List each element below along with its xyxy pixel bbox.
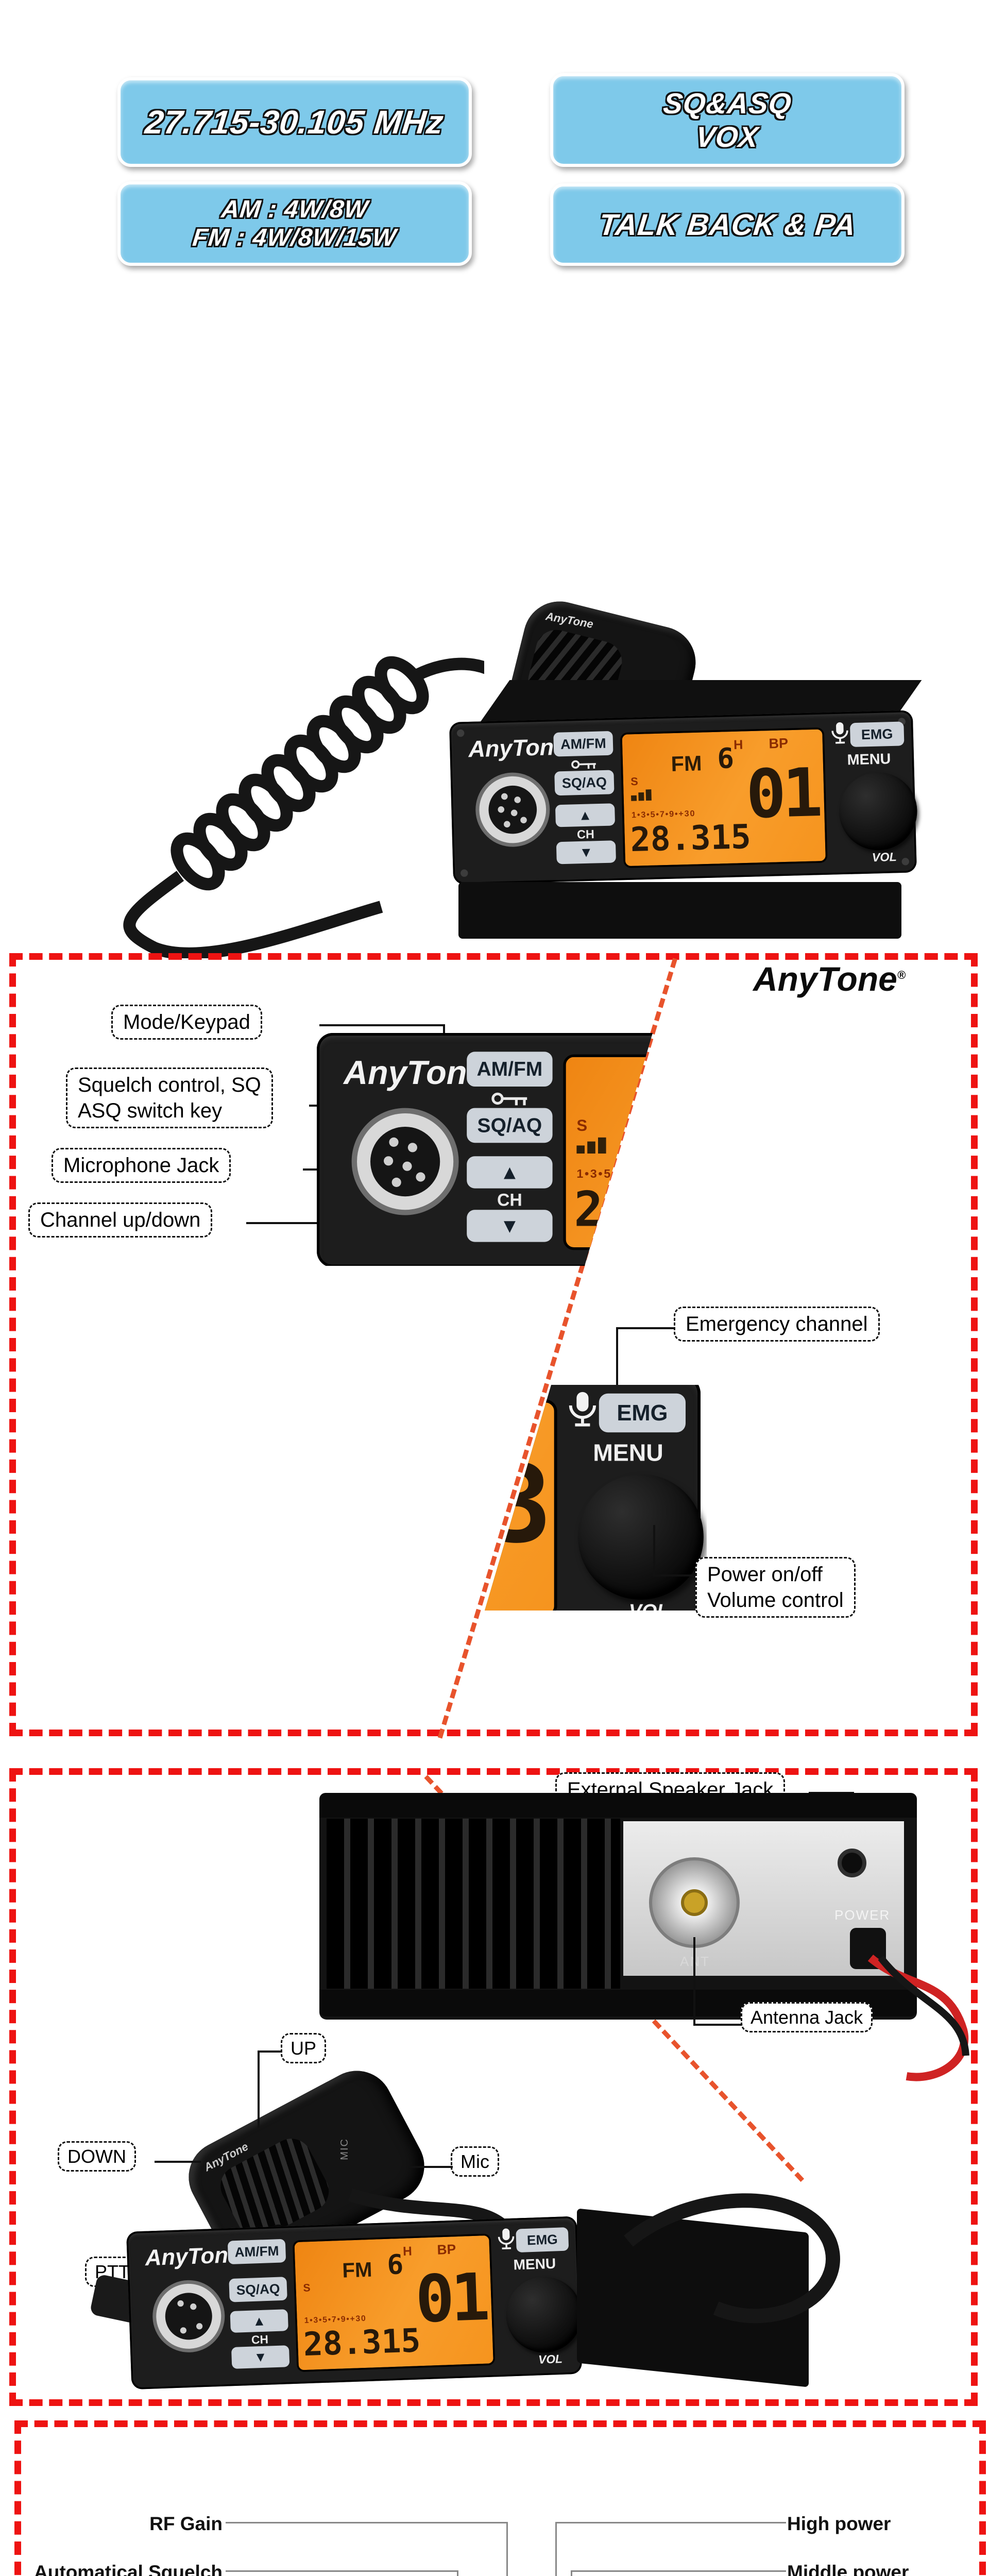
callout-antenna-jack: Antenna Jack	[741, 2002, 873, 2032]
callout-mic: Mic	[451, 2146, 499, 2177]
callout-emergency-channel: Emergency channel	[674, 1307, 880, 1342]
mic-indicator-icon	[831, 722, 848, 744]
badge-vox-text: VOX	[694, 121, 760, 153]
high-power-indicator: H	[733, 737, 743, 752]
sq-aq-button: SQ/AQ	[554, 770, 615, 796]
frequency-digits: 28.315	[629, 818, 752, 860]
emg-button: EMG	[599, 1393, 686, 1433]
volume-knob	[578, 1474, 704, 1600]
microphone-jack	[351, 1108, 459, 1215]
mic-brand-text: AnyTone	[544, 609, 594, 631]
callout-mode-keypad: Mode/Keypad	[111, 1005, 262, 1040]
ch-label: CH	[576, 827, 595, 842]
badge-sq-asq-text: SQ&ASQ	[661, 87, 793, 120]
volume-knob	[838, 771, 918, 852]
mic-coiled-cable	[123, 656, 484, 958]
badge-frequency-range-text: 27.715-30.105 MHz	[143, 104, 446, 141]
am-fm-button: AM/FM	[553, 731, 613, 757]
callout-channel-updown: Channel up/down	[28, 1202, 213, 1238]
channel-up-button: ▲	[555, 803, 616, 827]
beep-indicator: BP	[769, 735, 789, 752]
lcd-guide-section	[14, 2420, 986, 2576]
mic-cable-loop	[624, 2193, 840, 2324]
channel-down-button: ▼	[556, 840, 617, 865]
ext-sp-label: EXT.SP	[822, 1827, 867, 1841]
hero-front-panel: AnyTone® AM/FM SQ/AQ ▲ CH ▼ S	[449, 710, 918, 885]
label-high-power: High power	[787, 2513, 891, 2534]
label-rf-gain: RF Gain	[149, 2513, 223, 2534]
section1-brand-logo: AnyTone®	[753, 960, 906, 998]
mode-indicator: FM	[671, 751, 703, 776]
label-middle-power: Middle power	[787, 2562, 909, 2576]
power-wires	[867, 1954, 969, 2081]
ext-speaker-jack	[838, 1849, 866, 1877]
band-digit: 6	[717, 742, 735, 776]
menu-label: MENU	[847, 751, 891, 769]
callout-down: DOWN	[58, 2141, 136, 2172]
channel-digits: 01	[745, 753, 820, 834]
channel-up-button: ▲	[467, 1156, 553, 1189]
hero-product-photo: AnyTone AnyTone® AM/FM SQ/AQ ▲ CH ▼	[0, 594, 989, 969]
key-lock-icon	[571, 760, 596, 769]
label-automatical-squelch: Automatical Squelch	[34, 2562, 223, 2576]
s-meter-bars	[631, 789, 652, 801]
microphone-jack	[474, 771, 551, 848]
badge-talkback-pa: TALK BACK & PA	[550, 183, 905, 266]
badge-sq-asq-vox: SQ&ASQ VOX	[550, 73, 905, 167]
s-meter-scale: 1•3•5•7•9•+30	[631, 808, 696, 820]
badge-talkback-text: TALK BACK & PA	[597, 208, 858, 242]
closeup-front-left: AnyTone® AM/FM SQ/AQ ▲ CH ▼ S	[317, 1033, 653, 1266]
callout-microphone-jack: Microphone Jack	[52, 1148, 231, 1183]
mic-indicator-icon	[569, 1392, 596, 1427]
key-lock-icon	[491, 1092, 527, 1106]
badge-power-output: AM : 4W/8W FM : 4W/8W/15W	[117, 181, 472, 266]
power-label: POWER	[834, 1907, 891, 1923]
sq-aq-button: SQ/AQ	[467, 1108, 553, 1143]
vol-label: VOL	[872, 850, 897, 865]
channel-down-button: ▼	[467, 1210, 553, 1242]
rear-panel-photo: EXT.SP ANT POWER	[319, 1793, 969, 2081]
badge-fm-power-text: FM : 4W/8W/15W	[191, 224, 398, 251]
front-panel-section	[9, 953, 978, 1736]
callout-up: UP	[281, 2033, 327, 2063]
badge-am-power-text: AM : 4W/8W	[219, 196, 370, 223]
s-meter-label: S	[630, 775, 639, 788]
mic-hole-label: MIC	[339, 2138, 351, 2160]
angled-front-photo: AnyTone® AM/FM SQ/AQ ▲ CH ▼ S FM 6 H BP …	[82, 2193, 917, 2396]
antenna-connector	[649, 1857, 740, 1948]
badge-frequency-range: 27.715-30.105 MHz	[117, 77, 472, 167]
radio-chassis-bottom	[458, 882, 901, 939]
emg-button: EMG	[849, 721, 905, 748]
lcd-display: S FM 6 H BP 01 1•3•5•7•9•+30 28.315	[620, 727, 828, 868]
am-fm-button: AM/FM	[467, 1052, 553, 1087]
